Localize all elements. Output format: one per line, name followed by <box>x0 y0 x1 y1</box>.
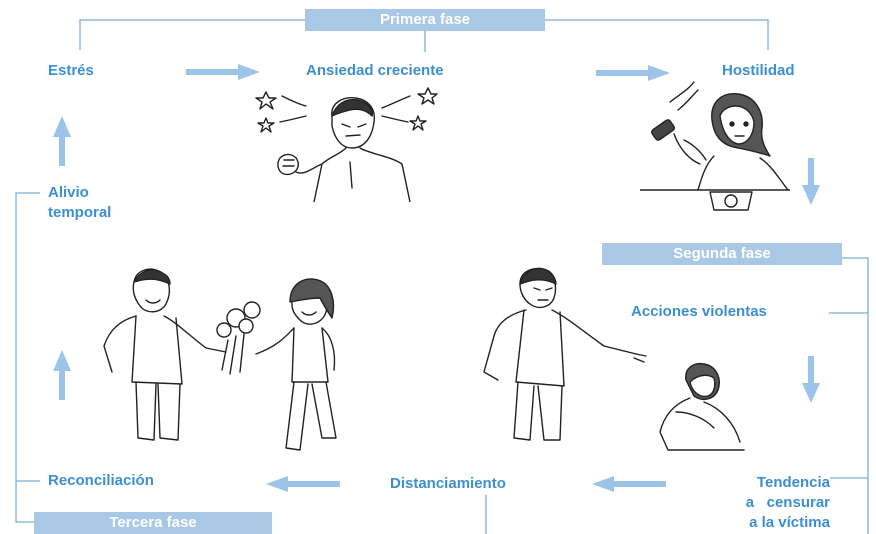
stage-reconciliation: Reconciliación <box>48 472 154 489</box>
arrow-down-2 <box>802 356 820 403</box>
stage-distancing: Distanciamiento <box>390 475 506 492</box>
relief-line-1: Alivio <box>48 184 89 201</box>
woman-phone-illustration <box>640 81 790 211</box>
man-pointing-illustration <box>483 267 745 451</box>
phase-first: Primera fase <box>305 9 545 31</box>
couple-flowers-illustration <box>103 268 337 451</box>
stage-stress: Estrés <box>48 62 94 79</box>
phase-second: Segunda fase <box>602 243 842 265</box>
arrow-left-1 <box>592 476 666 492</box>
top-bracket <box>79 19 769 52</box>
stage-hostility: Hostilidad <box>722 62 795 79</box>
arrow-up-2 <box>53 116 71 166</box>
star-icon <box>417 87 438 105</box>
star-icon <box>255 91 277 110</box>
arrow-up-1 <box>53 350 71 400</box>
star-icon <box>257 117 275 133</box>
stage-blame-victim: Tendencia a censurar a la víctima <box>696 473 830 533</box>
flower-bouquet <box>216 301 261 375</box>
relief-line-2: temporal <box>48 204 112 221</box>
arrow-left-2 <box>266 476 340 492</box>
arrow-right-1 <box>186 64 260 80</box>
angry-man-illustration <box>255 87 438 202</box>
phase-third: Tercera fase <box>34 512 272 534</box>
blame-line-2: a censurar <box>745 494 830 511</box>
arrow-down-1 <box>802 158 820 205</box>
arrow-right-2 <box>596 65 670 81</box>
star-icon <box>409 115 427 131</box>
stage-relief: Alivio temporal <box>48 183 111 223</box>
flow-arrows <box>53 64 820 492</box>
blame-line-1: Tendencia <box>756 474 830 491</box>
right-bracket <box>829 257 869 534</box>
stage-anxiety: Ansiedad creciente <box>306 62 444 79</box>
stage-violent-actions: Acciones violentas <box>631 303 767 320</box>
blame-line-3: a la víctima <box>749 514 830 531</box>
left-bracket <box>15 192 40 523</box>
